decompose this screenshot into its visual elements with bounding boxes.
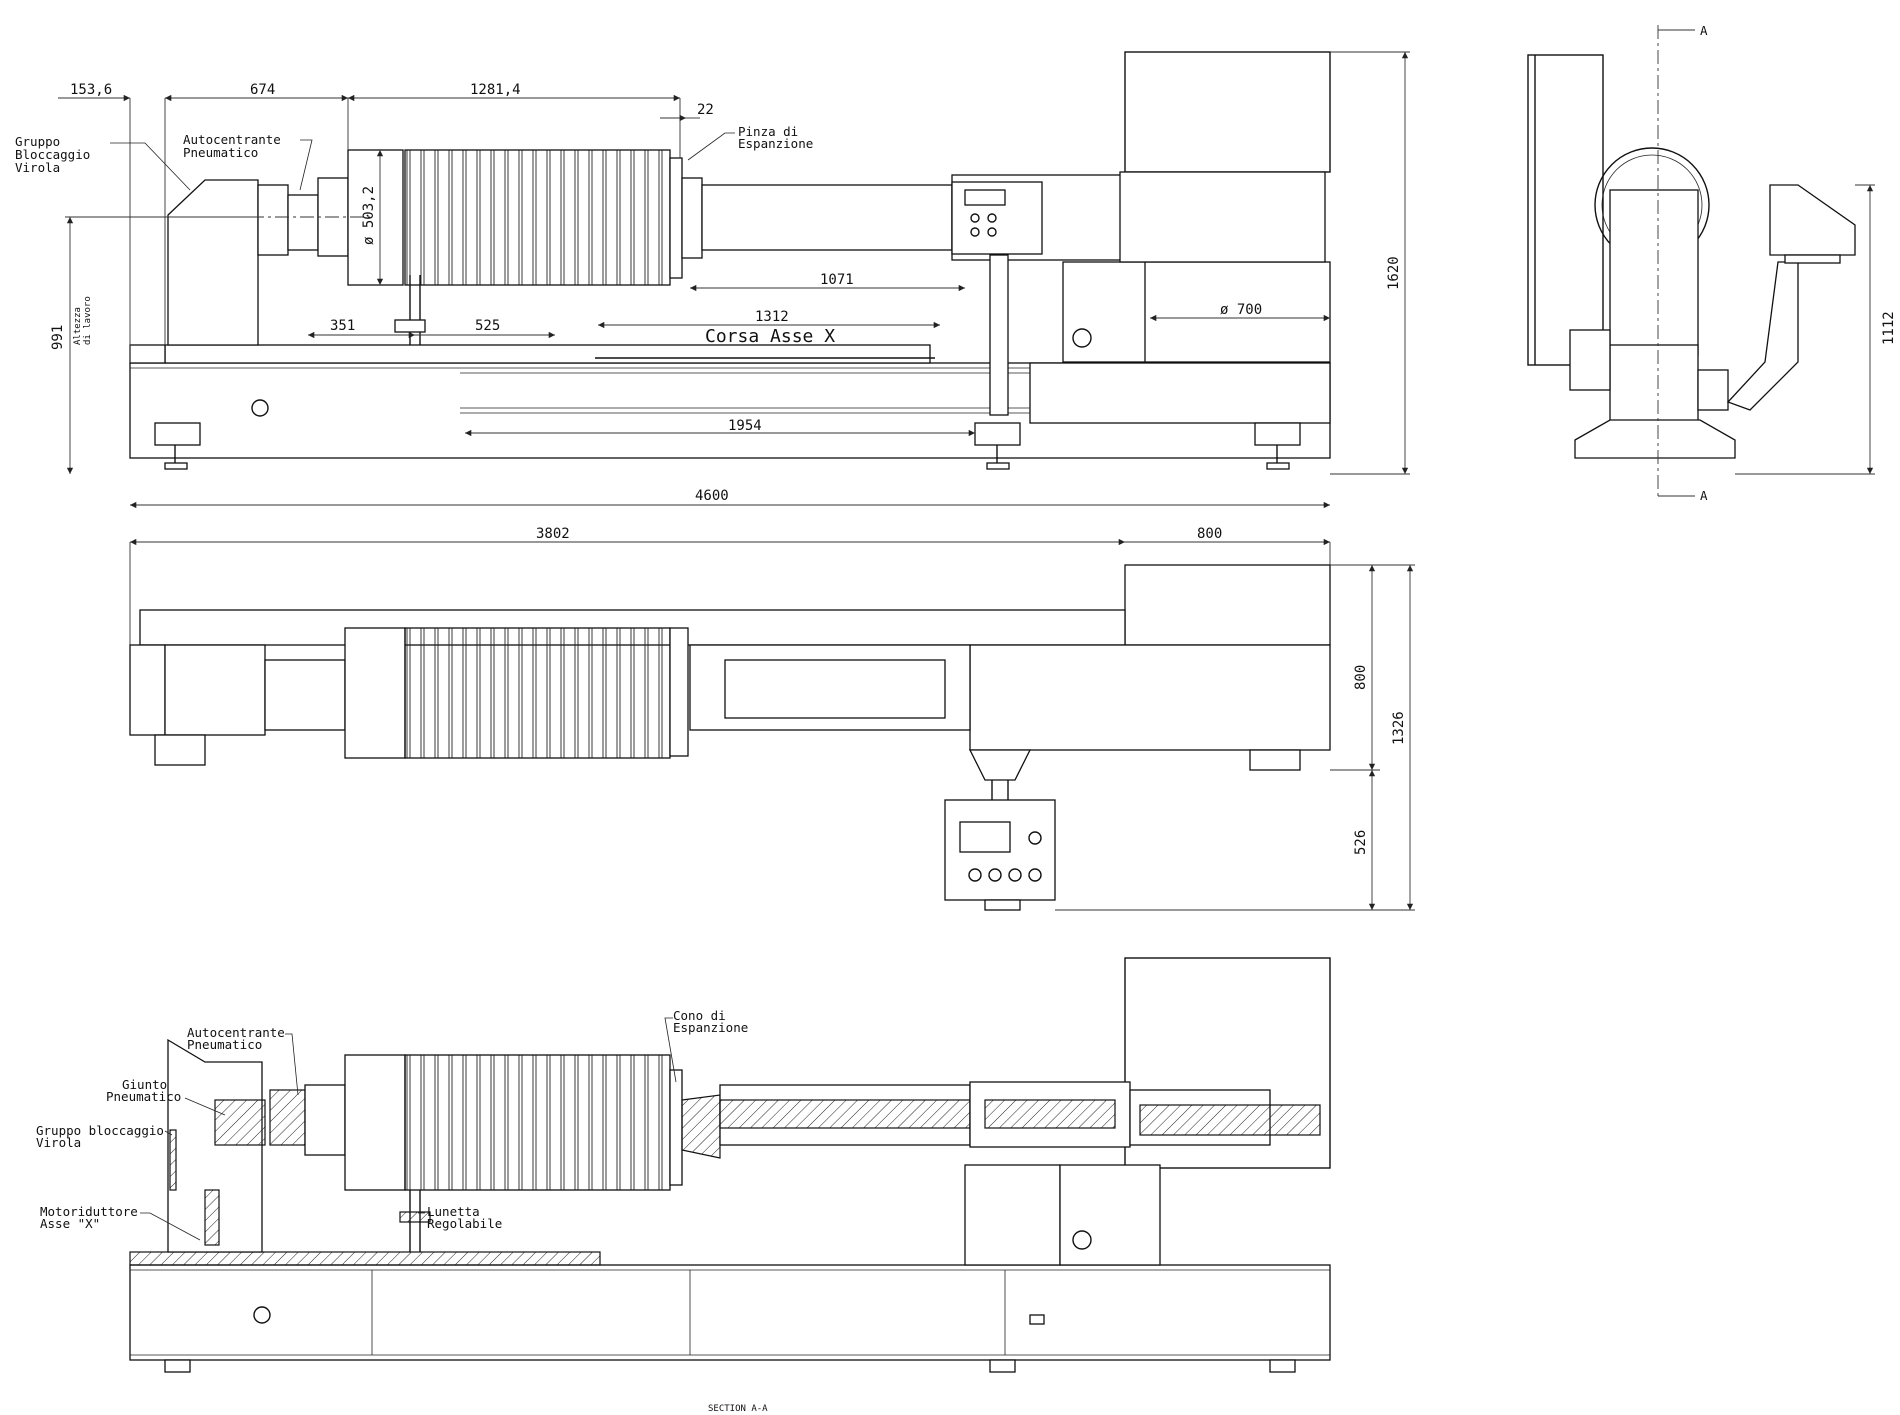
- label-pinza-1: Pinza di: [738, 124, 798, 139]
- label-giunto-2: Pneumatico: [106, 1089, 181, 1104]
- section-mandrel-shaft: [719, 1099, 971, 1129]
- section-mark-top: A: [1700, 23, 1708, 38]
- dim-526: 526: [1353, 830, 1369, 855]
- end-housing: [1609, 189, 1699, 356]
- section-base: [129, 1264, 1331, 1361]
- plan-foot-left: [154, 734, 206, 766]
- end-view: A A 1112: [1527, 23, 1897, 503]
- label-autocentrante-1: Autocentrante: [183, 132, 281, 147]
- motor-block: [1144, 261, 1331, 363]
- plan-arm-joint: [968, 749, 1032, 781]
- dim-674: 674: [250, 82, 275, 98]
- section-rear-shaft: [1139, 1104, 1321, 1136]
- section-view: Cono di Espanzione Autocentrante Pneumat…: [36, 957, 1331, 1414]
- dim-800-top: 800: [1197, 526, 1222, 542]
- mandrel: [701, 184, 953, 251]
- foot-mid: [974, 422, 1021, 446]
- base-hole: [251, 399, 269, 417]
- dim-1312: 1312: [755, 309, 789, 325]
- corsa-label: Corsa Asse X: [705, 326, 835, 347]
- section-mark-bottom: A: [1700, 488, 1708, 503]
- plan-flange: [669, 627, 689, 757]
- section-base-hole: [253, 1306, 271, 1324]
- headstock: [167, 179, 259, 346]
- dim-4600: 4600: [695, 488, 729, 504]
- end-foot: [1574, 419, 1736, 459]
- section-ribbed-cylinder: [404, 1054, 671, 1191]
- label-giunto-1: Giunto: [122, 1077, 167, 1092]
- label-sec-gruppo-1: Gruppo bloccaggio: [36, 1123, 164, 1138]
- section-cabinet: [964, 1164, 1061, 1266]
- dim-525: 525: [475, 318, 500, 334]
- ribbed-cylinder: [404, 149, 671, 286]
- end-tall-panel: [1527, 54, 1604, 366]
- dim-1620: 1620: [1386, 256, 1402, 290]
- plan-panel-screen: [959, 821, 1011, 853]
- dim-1281: 1281,4: [470, 82, 521, 98]
- section-headstock: [167, 1038, 263, 1253]
- dim-800-right: 800: [1353, 665, 1369, 690]
- altezza-line2: di lavoro: [83, 296, 93, 345]
- plan-column: [1124, 564, 1331, 646]
- label-lunetta-1: Lunetta: [427, 1204, 480, 1219]
- label-cono-2: Espanzione: [673, 1020, 748, 1035]
- label-gruppo-1: Gruppo: [15, 134, 60, 149]
- label-gruppo-3: Virola: [15, 160, 60, 175]
- upright: [989, 254, 1009, 416]
- label-motoriduttore-1: Motoriduttore: [40, 1204, 138, 1219]
- foot-left: [154, 422, 201, 446]
- end-pendant: [1769, 184, 1856, 256]
- section-column: [1124, 957, 1331, 1169]
- label-cono-1: Cono di: [673, 1008, 726, 1023]
- dim-diam503: ø 503,2: [361, 186, 377, 245]
- part-end: [347, 149, 404, 286]
- dim-351: 351: [330, 318, 355, 334]
- plan-ribbed-cylinder: [404, 627, 671, 759]
- rail: [164, 344, 931, 364]
- tall-column: [1124, 51, 1331, 173]
- side-view: 153,6 674 1281,4 22 ø 503,2 1071 1312 Co…: [15, 51, 1410, 509]
- section-giunto: [214, 1099, 266, 1146]
- dim-991: 991: [50, 325, 66, 350]
- flange: [669, 157, 683, 279]
- dim-153: 153,6: [70, 82, 112, 98]
- section-spindle-shaft: [984, 1099, 1116, 1129]
- dim-1112: 1112: [1881, 311, 1897, 345]
- label-sec-gruppo-2: Virola: [36, 1135, 81, 1150]
- foot-right: [1254, 422, 1301, 446]
- section-chuck: [269, 1089, 306, 1146]
- plan-foot-right: [1249, 749, 1301, 771]
- dim-22: 22: [697, 102, 714, 118]
- end-arm: [1726, 261, 1799, 411]
- plan-part-end: [344, 627, 406, 759]
- base-right-block: [1029, 362, 1331, 424]
- label-sec-autocentrante-1: Autocentrante: [187, 1025, 285, 1040]
- section-rail: [129, 1251, 601, 1266]
- label-motoriduttore-2: Asse "X": [40, 1216, 100, 1231]
- dim-diam700: ø 700: [1220, 302, 1262, 318]
- label-gruppo-2: Bloccaggio: [15, 147, 90, 162]
- dim-1954: 1954: [728, 418, 762, 434]
- plan-view: 3802 800 800 526 1326: [129, 526, 1415, 911]
- dim-1326: 1326: [1391, 711, 1407, 745]
- label-autocentrante-2: Pneumatico: [183, 145, 258, 160]
- dim-1071: 1071: [820, 272, 854, 288]
- section-cono: [681, 1094, 721, 1159]
- section-lunetta: [399, 1211, 431, 1223]
- label-sec-autocentrante-2: Pneumatico: [187, 1037, 262, 1052]
- label-lunetta-2: Regolabile: [427, 1216, 502, 1231]
- dim-3802: 3802: [536, 526, 570, 542]
- altezza-line1: Altezza: [73, 307, 83, 345]
- plan-chuck: [264, 659, 346, 731]
- plan-spindle-block: [969, 644, 1331, 751]
- section-caption: SECTION A-A: [708, 1404, 768, 1414]
- plan-headstock-end: [129, 644, 166, 736]
- label-pinza-2: Espanzione: [738, 136, 813, 151]
